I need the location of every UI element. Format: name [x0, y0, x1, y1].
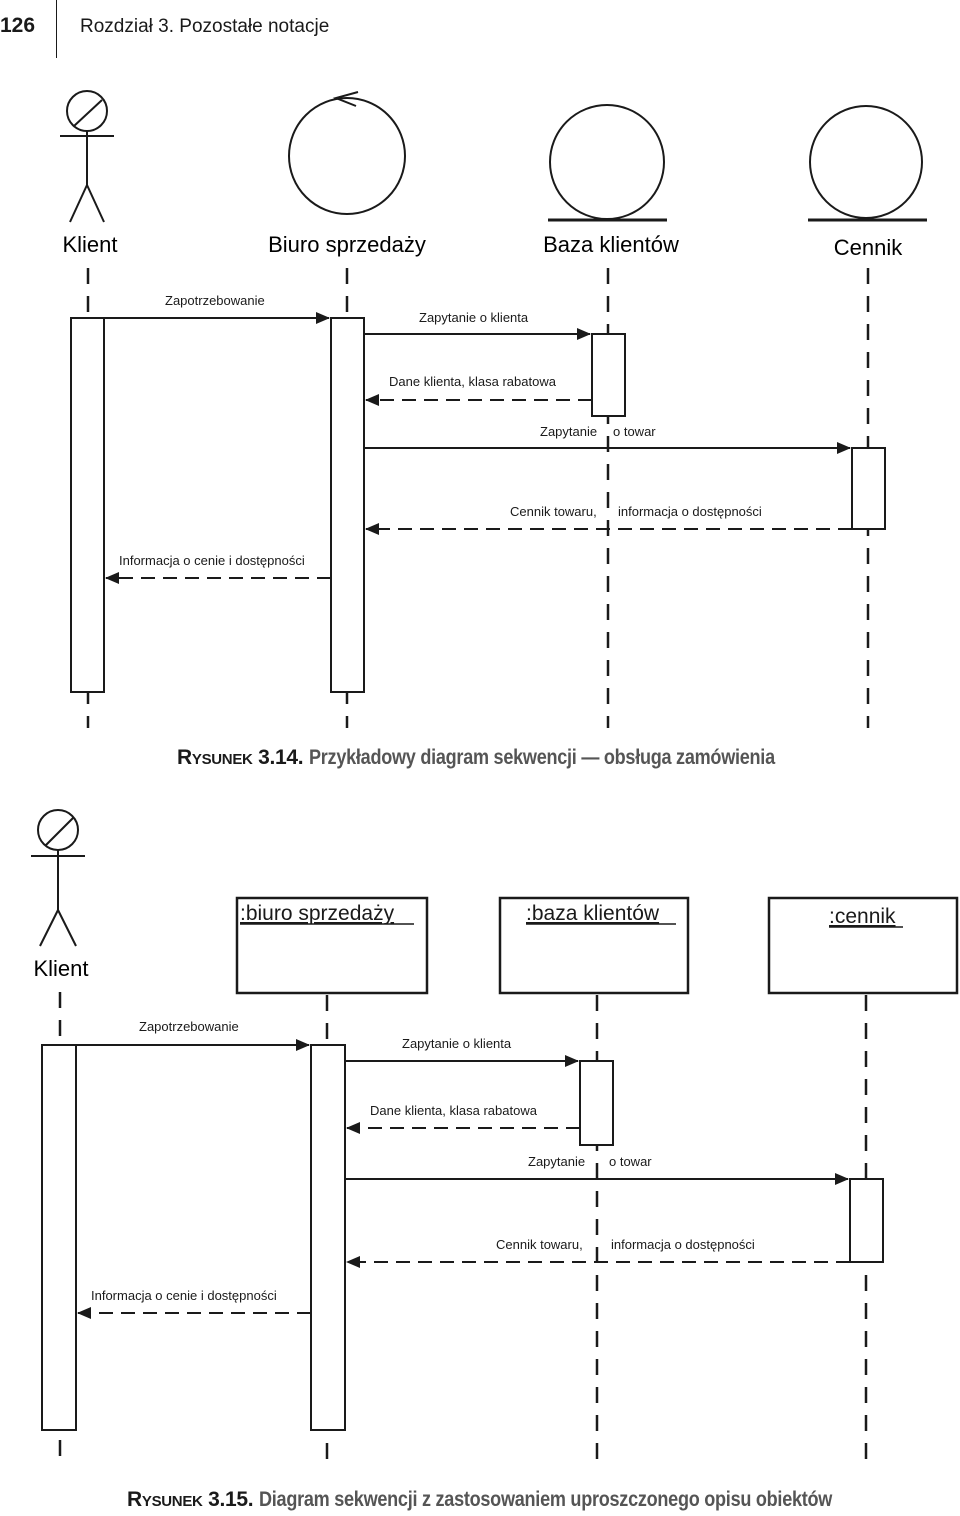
lifeline-label-baza: Baza klientów — [543, 232, 679, 257]
lifeline-label-biuro: Biuro sprzedaży — [268, 232, 426, 257]
actor-klient — [60, 90, 114, 223]
message-label: Zapytanie — [540, 424, 597, 439]
sequence-diagram-1: Klient Biuro sprzedaży Baza klientów Cen… — [60, 90, 927, 728]
actor-klient — [31, 809, 85, 947]
lifeline-label-cennik: Cennik — [834, 235, 903, 260]
activation-bar — [310, 1044, 346, 1431]
figure-caption-1: Rysunek 3.14. Przykładowy diagram sekwen… — [177, 746, 851, 770]
object-name: :biuro sprzedaży — [240, 902, 395, 925]
message-label: Zapytanie o klienta — [402, 1036, 512, 1051]
caption-label: Rysunek — [127, 1488, 203, 1511]
activation-bar — [591, 333, 626, 417]
activation-bar — [330, 317, 365, 693]
message-label: informacja o dostępności — [618, 504, 762, 519]
activation-bar — [70, 317, 105, 693]
figure-caption-2: Rysunek 3.15. Diagram sekwencji z zastos… — [127, 1488, 925, 1512]
message-label: Cennik towaru, — [496, 1237, 583, 1252]
page-header: 126 Rozdział 3. Pozostałe notacje — [0, 0, 960, 60]
activation-bar — [851, 447, 886, 530]
message-label: o towar — [609, 1154, 652, 1169]
control-icon — [288, 91, 406, 215]
caption-text: Diagram sekwencji z zastosowaniem uprosz… — [258, 1488, 832, 1511]
message-label: Zapotrzebowanie — [165, 293, 265, 308]
header-divider — [56, 0, 57, 58]
message-label: Zapytanie o klienta — [419, 310, 529, 325]
entity-icon — [548, 104, 667, 222]
activation-bar — [849, 1178, 884, 1263]
actor-label: Klient — [33, 956, 88, 981]
activation-bar — [41, 1044, 77, 1431]
message-label: Zapytanie — [528, 1154, 585, 1169]
message-label: Dane klienta, klasa rabatowa — [370, 1103, 538, 1118]
caption-text: Przykładowy diagram sekwencji — obsługa … — [308, 746, 775, 769]
chapter-title: Rozdział 3. Pozostałe notacje — [80, 16, 330, 37]
message-label: Informacja o cenie i dostępności — [91, 1288, 277, 1303]
sequence-diagram-2: Klient :biuro sprzedaży :baza klientów :… — [31, 809, 959, 1468]
caption-number: 3.15. — [208, 1488, 254, 1511]
object-name: :baza klientów — [526, 902, 660, 925]
message-label: Informacja o cenie i dostępności — [119, 553, 305, 568]
object-box-cennik — [767, 896, 959, 995]
message-label: Zapotrzebowanie — [139, 1019, 239, 1034]
object-box-baza — [498, 896, 690, 995]
lifeline-label-klient: Klient — [62, 232, 117, 257]
page-number: 126 — [0, 14, 36, 37]
caption-label: Rysunek — [177, 746, 253, 769]
message-label: o towar — [613, 424, 656, 439]
caption-number: 3.14. — [258, 746, 304, 769]
entity-icon — [808, 105, 927, 222]
activation-bar — [579, 1060, 614, 1146]
message-label: Cennik towaru, — [510, 504, 597, 519]
message-label: Dane klienta, klasa rabatowa — [389, 374, 557, 389]
object-name: :cennik — [829, 905, 896, 928]
object-box-biuro — [235, 896, 429, 995]
message-label: informacja o dostępności — [611, 1237, 755, 1252]
